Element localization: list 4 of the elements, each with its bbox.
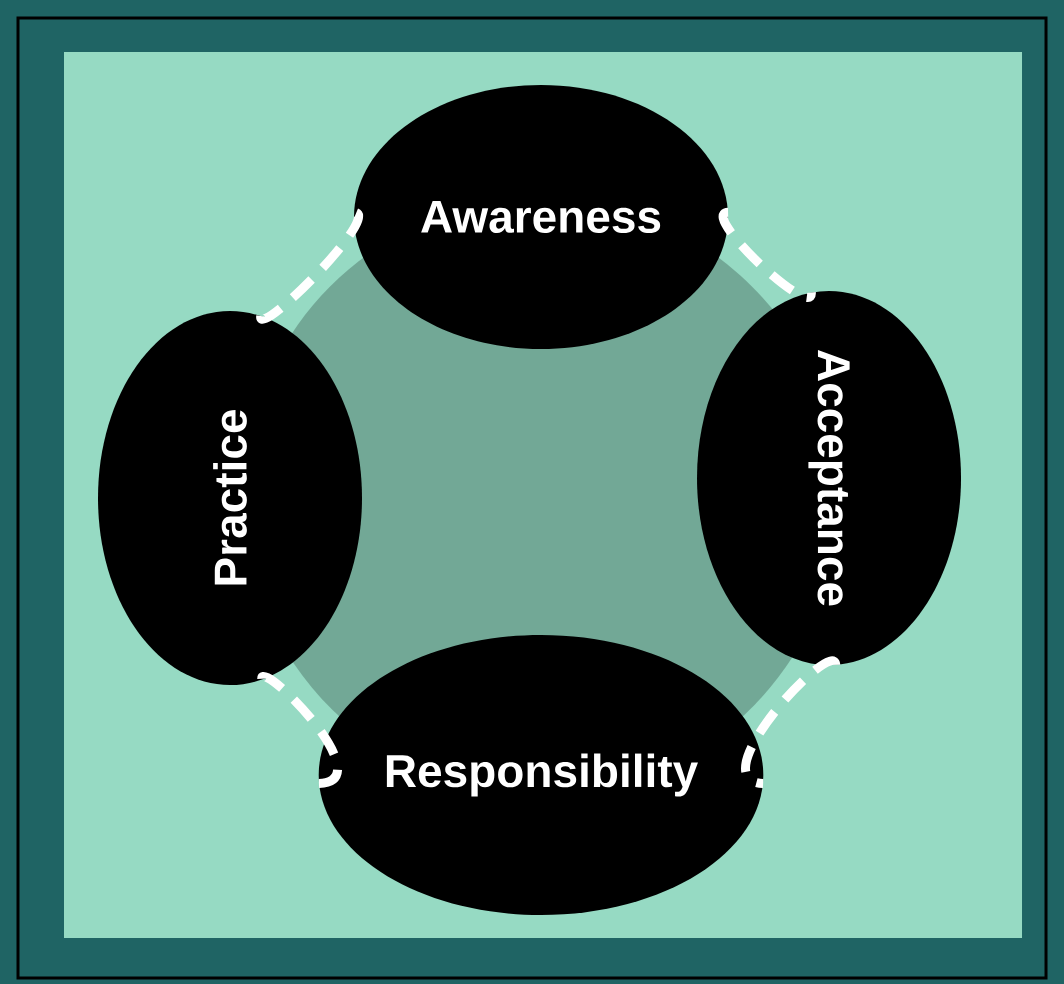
dashed-arc (256, 208, 363, 324)
dashed-arc (719, 208, 816, 302)
dashed-arc (741, 656, 840, 788)
dashed-arc (257, 672, 342, 788)
